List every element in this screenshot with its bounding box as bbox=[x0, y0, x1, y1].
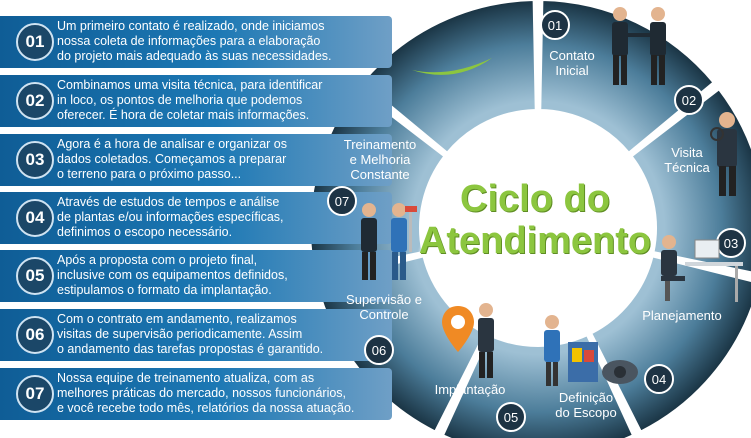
cycle-stage-number: 07 bbox=[327, 186, 357, 216]
step-number-badge: 06 bbox=[16, 316, 54, 354]
cycle-segment bbox=[589, 255, 751, 433]
location-pin-worker-icon bbox=[442, 303, 494, 378]
step-description: Nossa equipe de treinamento atualiza, co… bbox=[57, 371, 355, 415]
cycle-stage-number: 05 bbox=[496, 402, 526, 432]
leaf-swoosh bbox=[412, 58, 492, 75]
step-description: Após a proposta com o projeto final, inc… bbox=[57, 253, 288, 297]
step-number-badge: 03 bbox=[16, 141, 54, 179]
cleaning-equipment-icon bbox=[544, 315, 638, 386]
step-number-badge: 07 bbox=[16, 375, 54, 413]
cycle-title: Ciclo do Atendimento bbox=[418, 178, 652, 262]
step-number-badge: 02 bbox=[16, 82, 54, 120]
cycle-stage-number: 06 bbox=[364, 335, 394, 365]
supervisor-worker-icon bbox=[361, 203, 417, 280]
step-description: Um primeiro contato é realizado, onde in… bbox=[57, 19, 332, 63]
step-description: Com o contrato em andamento, realizamos … bbox=[57, 312, 324, 356]
cycle-stage-label: Supervisão e Controle bbox=[346, 292, 422, 322]
inspector-figure-icon bbox=[710, 112, 737, 196]
step-description: Combinamos uma visita técnica, para iden… bbox=[57, 78, 323, 122]
step-description: Através de estudos de tempos e análise d… bbox=[57, 195, 284, 239]
step-number-badge: 04 bbox=[16, 199, 54, 237]
cycle-stage-number: 03 bbox=[716, 228, 746, 258]
handshake-figures-icon bbox=[612, 7, 666, 85]
desk-planner-icon bbox=[661, 235, 743, 302]
cycle-stage-label: Treinamento e Melhoria Constante bbox=[343, 137, 417, 182]
cycle-stage-number: 01 bbox=[540, 10, 570, 40]
cycle-segment bbox=[361, 0, 537, 155]
cycle-stage-label: Implantação bbox=[434, 382, 506, 397]
cycle-stage-label: Contato Inicial bbox=[549, 48, 595, 78]
cycle-stage-label: Visita Técnica bbox=[664, 145, 710, 175]
cycle-stage-number: 04 bbox=[644, 364, 674, 394]
cycle-stage-label: Definição do Escopo bbox=[555, 390, 617, 420]
step-number-badge: 05 bbox=[16, 257, 54, 295]
step-description: Agora é a hora de analisar e organizar o… bbox=[57, 137, 288, 181]
cycle-stage-label: Planejamento bbox=[642, 308, 722, 323]
step-number-badge: 01 bbox=[16, 23, 54, 61]
cycle-stage-number: 02 bbox=[674, 85, 704, 115]
ring-center bbox=[422, 112, 654, 344]
